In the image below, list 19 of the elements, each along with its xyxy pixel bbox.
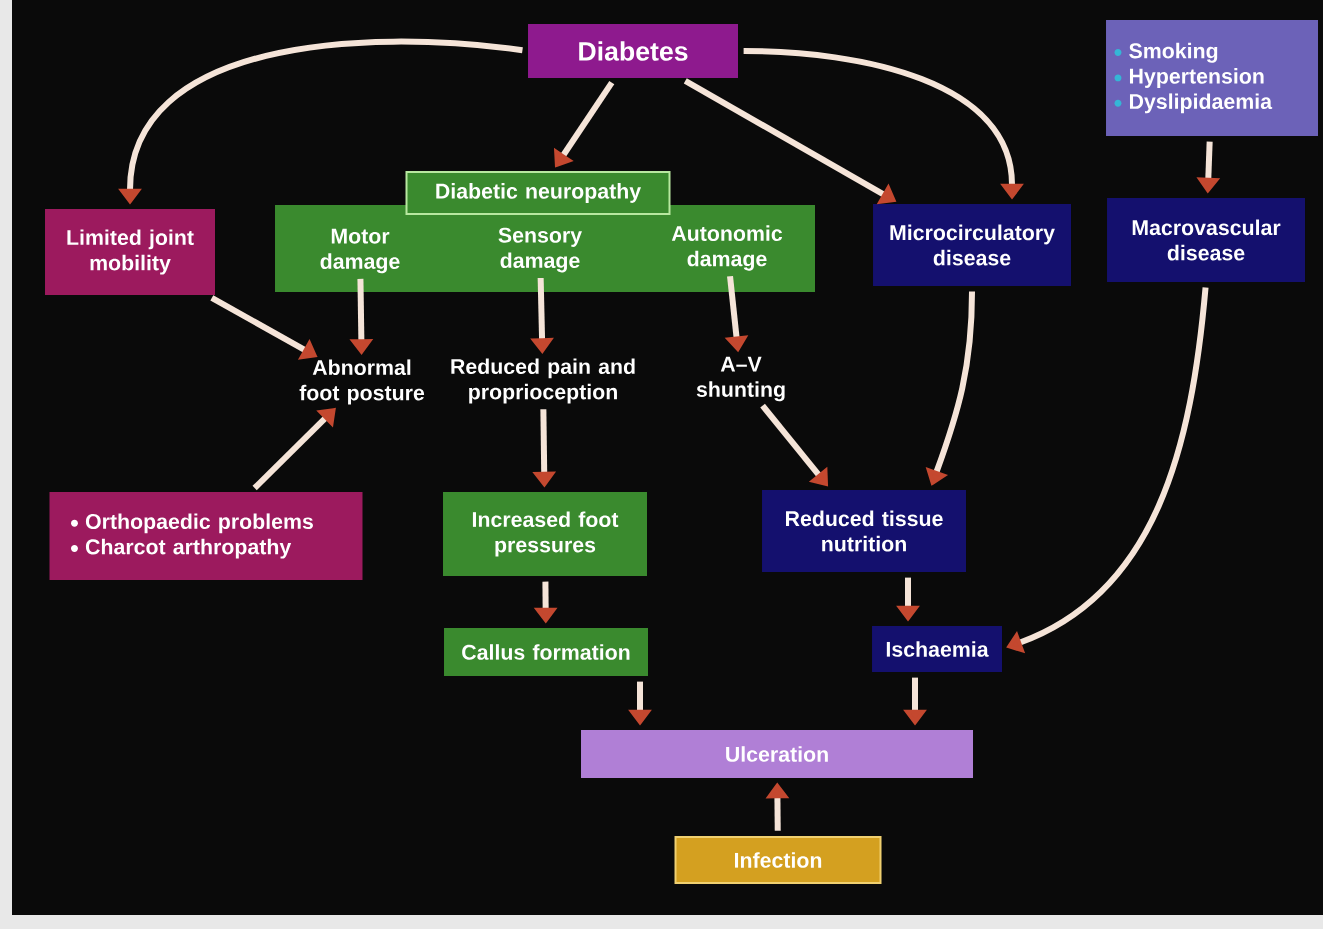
process-box: Infection [674,836,882,884]
process-box: Ischaemia [872,626,1002,672]
process-box: Macrovascular disease [1107,198,1305,282]
process-box: Microcirculatory disease [873,204,1071,286]
risk-factor-box: Smoking Hypertension Dyslipidaemia [1106,20,1318,136]
process-box: Callus formation [444,628,648,676]
process-box: Increased foot pressures [443,492,647,576]
process-box: Diabetes [528,24,738,78]
node-label: Diabetic neuropathy [436,183,642,203]
problem-box: Orthopaedic problems Charcot arthropathy [49,492,363,580]
process-box: Limited joint mobility [45,209,215,295]
process-box: Ulceration [581,730,973,778]
process-box: Reduced tissue nutrition [762,490,966,572]
outcome-text: Reduced pain and proprioception [451,358,635,404]
outcome-text: A–V shunting [696,356,785,402]
damage-label: Sensory damage [498,227,582,273]
damage-label: Autonomic damage [671,225,783,271]
outcome-text: Abnormal foot posture [299,359,425,405]
damage-label: Motor damage [320,228,400,274]
